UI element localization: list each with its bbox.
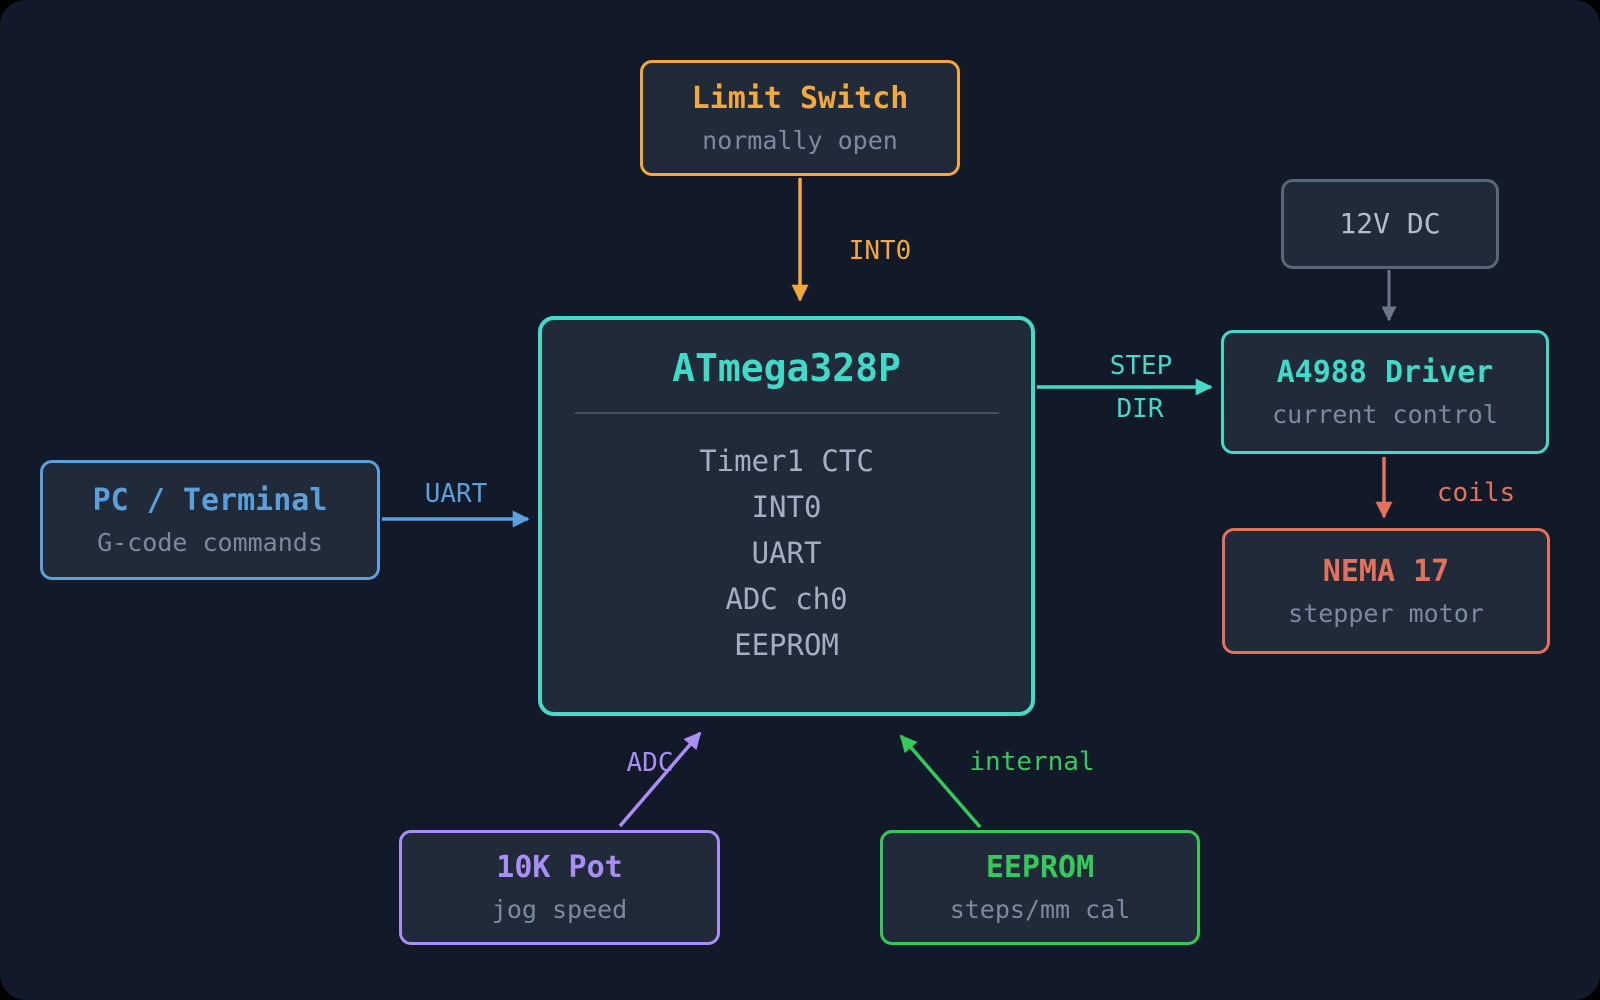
peripheral-eeprom: EEPROM bbox=[734, 627, 839, 662]
eeprom-subtitle: steps/mm cal bbox=[949, 895, 1131, 924]
a4988-driver-subtitle: current control bbox=[1272, 399, 1498, 429]
edge-adc-arrow bbox=[618, 731, 702, 828]
limit-switch-title: Limit Switch bbox=[691, 80, 909, 116]
limit-switch-subtitle: normally open bbox=[702, 125, 898, 155]
10k-pot-subtitle: jog speed bbox=[491, 895, 628, 924]
node-a4988-driver: A4988 Driver current control bbox=[1221, 330, 1549, 454]
node-10k-pot: 10K Pot jog speed bbox=[399, 830, 720, 945]
atmega328p-peripheral-list: Timer1 CTC INT0 UART ADC ch0 EEPROM bbox=[699, 432, 874, 668]
eeprom-title: EEPROM bbox=[985, 850, 1095, 885]
edge-internal-arrow bbox=[899, 734, 982, 829]
a4988-driver-title: A4988 Driver bbox=[1276, 354, 1494, 390]
node-12v-dc: 12V DC bbox=[1281, 179, 1499, 269]
edge-label-dir: DIR bbox=[1116, 394, 1164, 424]
node-pc-terminal: PC / Terminal G-code commands bbox=[40, 460, 380, 580]
peripheral-adc-ch0: ADC ch0 bbox=[725, 581, 848, 616]
node-eeprom: EEPROM steps/mm cal bbox=[880, 830, 1200, 945]
atmega328p-divider bbox=[574, 411, 999, 414]
atmega328p-title: ATmega328P bbox=[672, 346, 901, 390]
pc-terminal-subtitle: G-code commands bbox=[97, 527, 323, 557]
12v-dc-title: 12V DC bbox=[1339, 207, 1441, 241]
peripheral-int0: INT0 bbox=[751, 489, 822, 524]
peripheral-timer1-ctc: Timer1 CTC bbox=[699, 443, 874, 478]
edge-label-step: STEP bbox=[1109, 351, 1173, 381]
edge-label-uart: UART bbox=[424, 479, 488, 509]
node-atmega328p: ATmega328P Timer1 CTC INT0 UART ADC ch0 … bbox=[538, 316, 1035, 716]
nema-17-subtitle: stepper motor bbox=[1288, 598, 1484, 628]
peripheral-uart: UART bbox=[751, 535, 822, 570]
pc-terminal-title: PC / Terminal bbox=[92, 482, 328, 518]
node-nema-17: NEMA 17 stepper motor bbox=[1222, 528, 1550, 654]
edge-label-adc: ADC bbox=[626, 748, 674, 778]
10k-pot-title: 10K Pot bbox=[496, 850, 623, 885]
node-limit-switch: Limit Switch normally open bbox=[640, 60, 960, 176]
nema-17-title: NEMA 17 bbox=[1322, 553, 1450, 589]
edge-label-int0: INT0 bbox=[848, 236, 912, 266]
edge-label-coils: coils bbox=[1436, 478, 1516, 508]
edge-label-internal: internal bbox=[969, 747, 1095, 777]
